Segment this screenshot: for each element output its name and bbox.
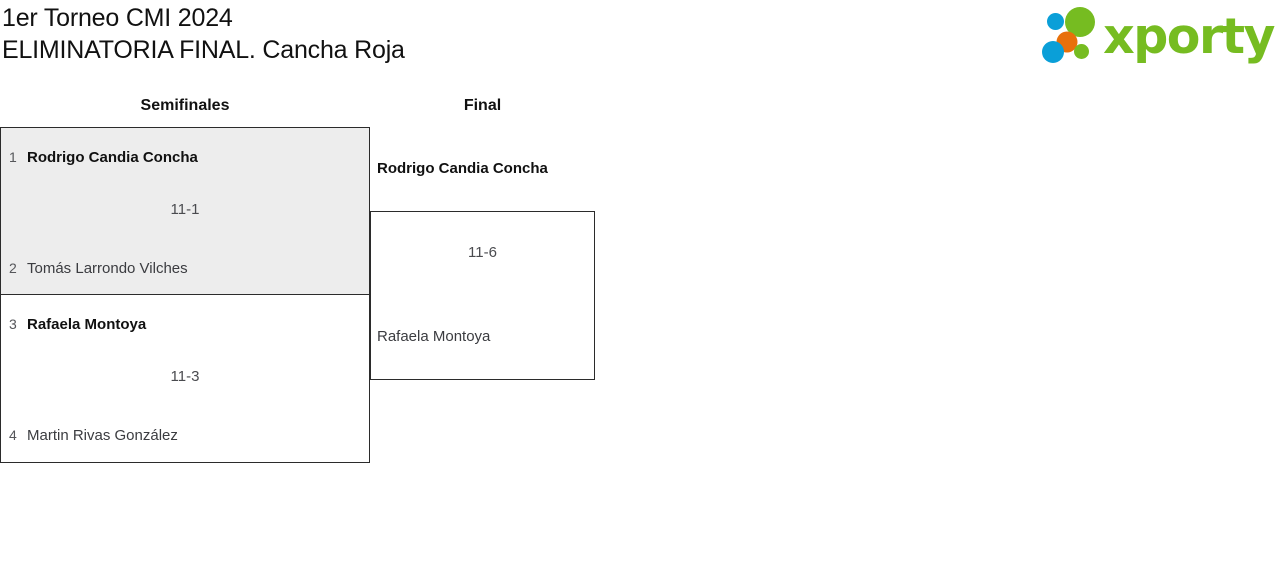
player-seed: 3	[9, 316, 17, 332]
player-name: Tomás Larrondo Vilches	[27, 259, 188, 277]
player-seed: 2	[9, 260, 17, 276]
match-final[interactable]	[370, 211, 595, 380]
final-player-name-winner: Rodrigo Candia Concha	[377, 160, 548, 177]
match-semifinal-1[interactable]: 1 Rodrigo Candia Concha 11-1 2 Tomás Lar…	[1, 128, 369, 295]
match-score: 11-3	[170, 368, 200, 385]
title-line-stage: ELIMINATORIA FINAL. Cancha Roja	[2, 36, 405, 64]
title-line-tournament: 1er Torneo CMI 2024	[2, 4, 233, 32]
semifinals-column: 1 Rodrigo Candia Concha 11-1 2 Tomás Lar…	[0, 127, 370, 463]
match-player-row[interactable]: 4 Martin Rivas González	[1, 424, 369, 446]
player-seed: 1	[9, 149, 17, 165]
player-name: Martin Rivas González	[27, 426, 178, 444]
match-semifinal-2[interactable]: 3 Rafaela Montoya 11-3 4 Martin Rivas Go…	[1, 295, 369, 462]
page-title: 1er Torneo CMI 2024 ELIMINATORIA FINAL. …	[2, 2, 405, 66]
round-header-final: Final	[463, 97, 502, 114]
page-header: 1er Torneo CMI 2024 ELIMINATORIA FINAL. …	[0, 0, 1280, 75]
match-player-row[interactable]: 3 Rafaela Montoya	[1, 313, 369, 335]
player-seed: 4	[9, 427, 17, 443]
round-header-semifinals: Semifinales	[140, 97, 230, 114]
final-match-score: 11-6	[468, 244, 497, 261]
match-score: 11-1	[170, 201, 200, 218]
logo-dots-icon	[1042, 7, 1096, 63]
match-player-row[interactable]: 1 Rodrigo Candia Concha	[1, 146, 369, 168]
xporty-logo[interactable]: xporty	[1041, 4, 1275, 68]
player-name: Rodrigo Candia Concha	[27, 148, 198, 166]
match-player-row[interactable]: 2 Tomás Larrondo Vilches	[1, 257, 369, 279]
final-player-name-runnerup: Rafaela Montoya	[377, 328, 491, 345]
logo-wordmark: xporty	[1103, 7, 1275, 65]
player-name: Rafaela Montoya	[27, 315, 147, 333]
